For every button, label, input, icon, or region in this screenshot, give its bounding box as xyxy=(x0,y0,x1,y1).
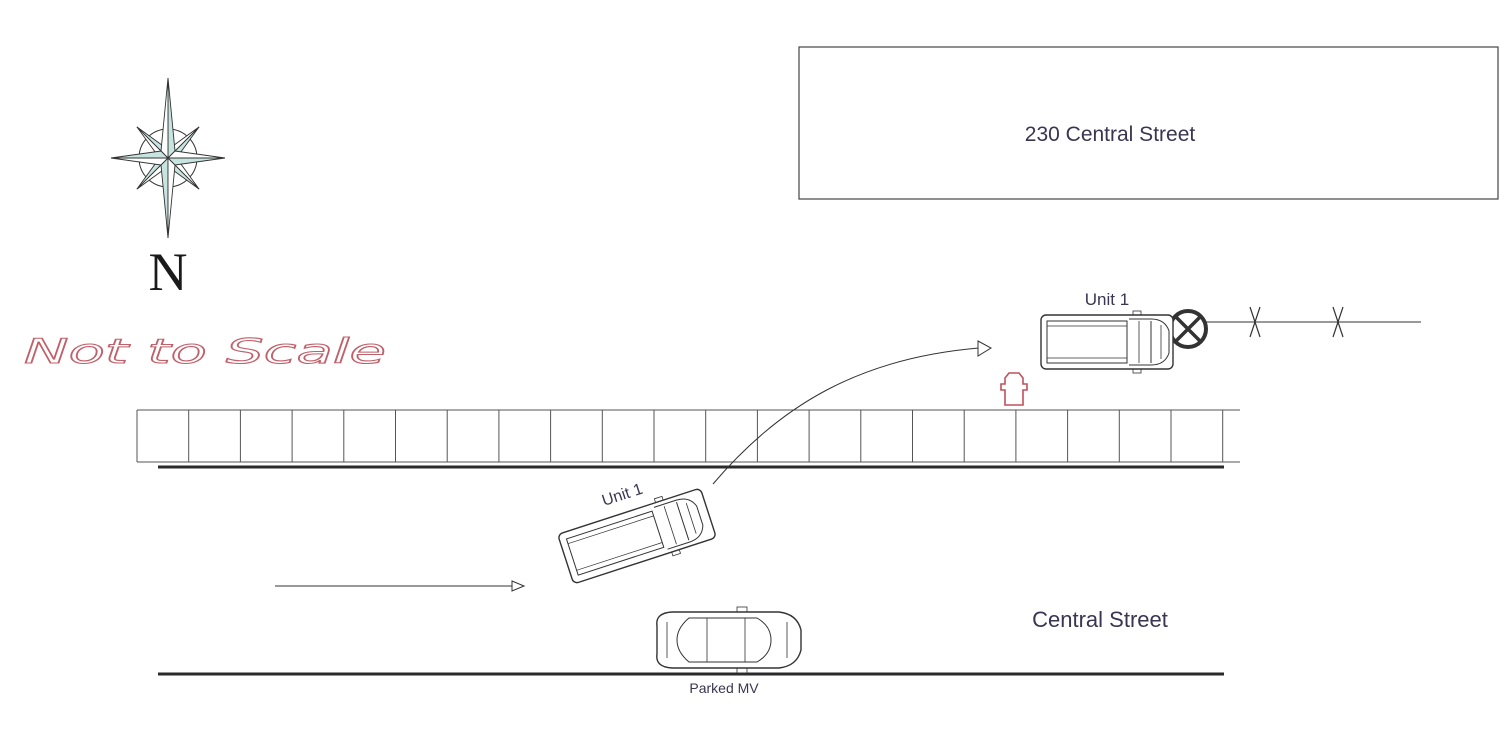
travel-arrow-straight xyxy=(275,580,526,592)
fence-line xyxy=(1205,306,1421,338)
building-label: 230 Central Street xyxy=(1025,123,1196,146)
unit-1-final-vehicle-icon xyxy=(1040,310,1174,374)
building-230-central xyxy=(798,46,1499,200)
parked-vehicle-icon xyxy=(656,606,802,674)
north-letter: N xyxy=(149,242,188,302)
sidewalk xyxy=(136,409,1240,463)
north-arrow-icon xyxy=(110,77,226,239)
utility-pole-icon xyxy=(1168,309,1208,349)
not-to-scale-note: Not to Scale xyxy=(24,332,386,372)
unit-1-final-label: Unit 1 xyxy=(1085,290,1129,309)
unit-1-start-vehicle-icon xyxy=(558,488,716,584)
unit-1-start-label: Unit 1 xyxy=(600,481,645,510)
fire-hydrant-icon xyxy=(1000,372,1028,406)
street-label: Central Street xyxy=(1032,607,1168,632)
travel-arrow-curve xyxy=(712,340,993,485)
parked-vehicle-label: Parked MV xyxy=(689,680,759,696)
